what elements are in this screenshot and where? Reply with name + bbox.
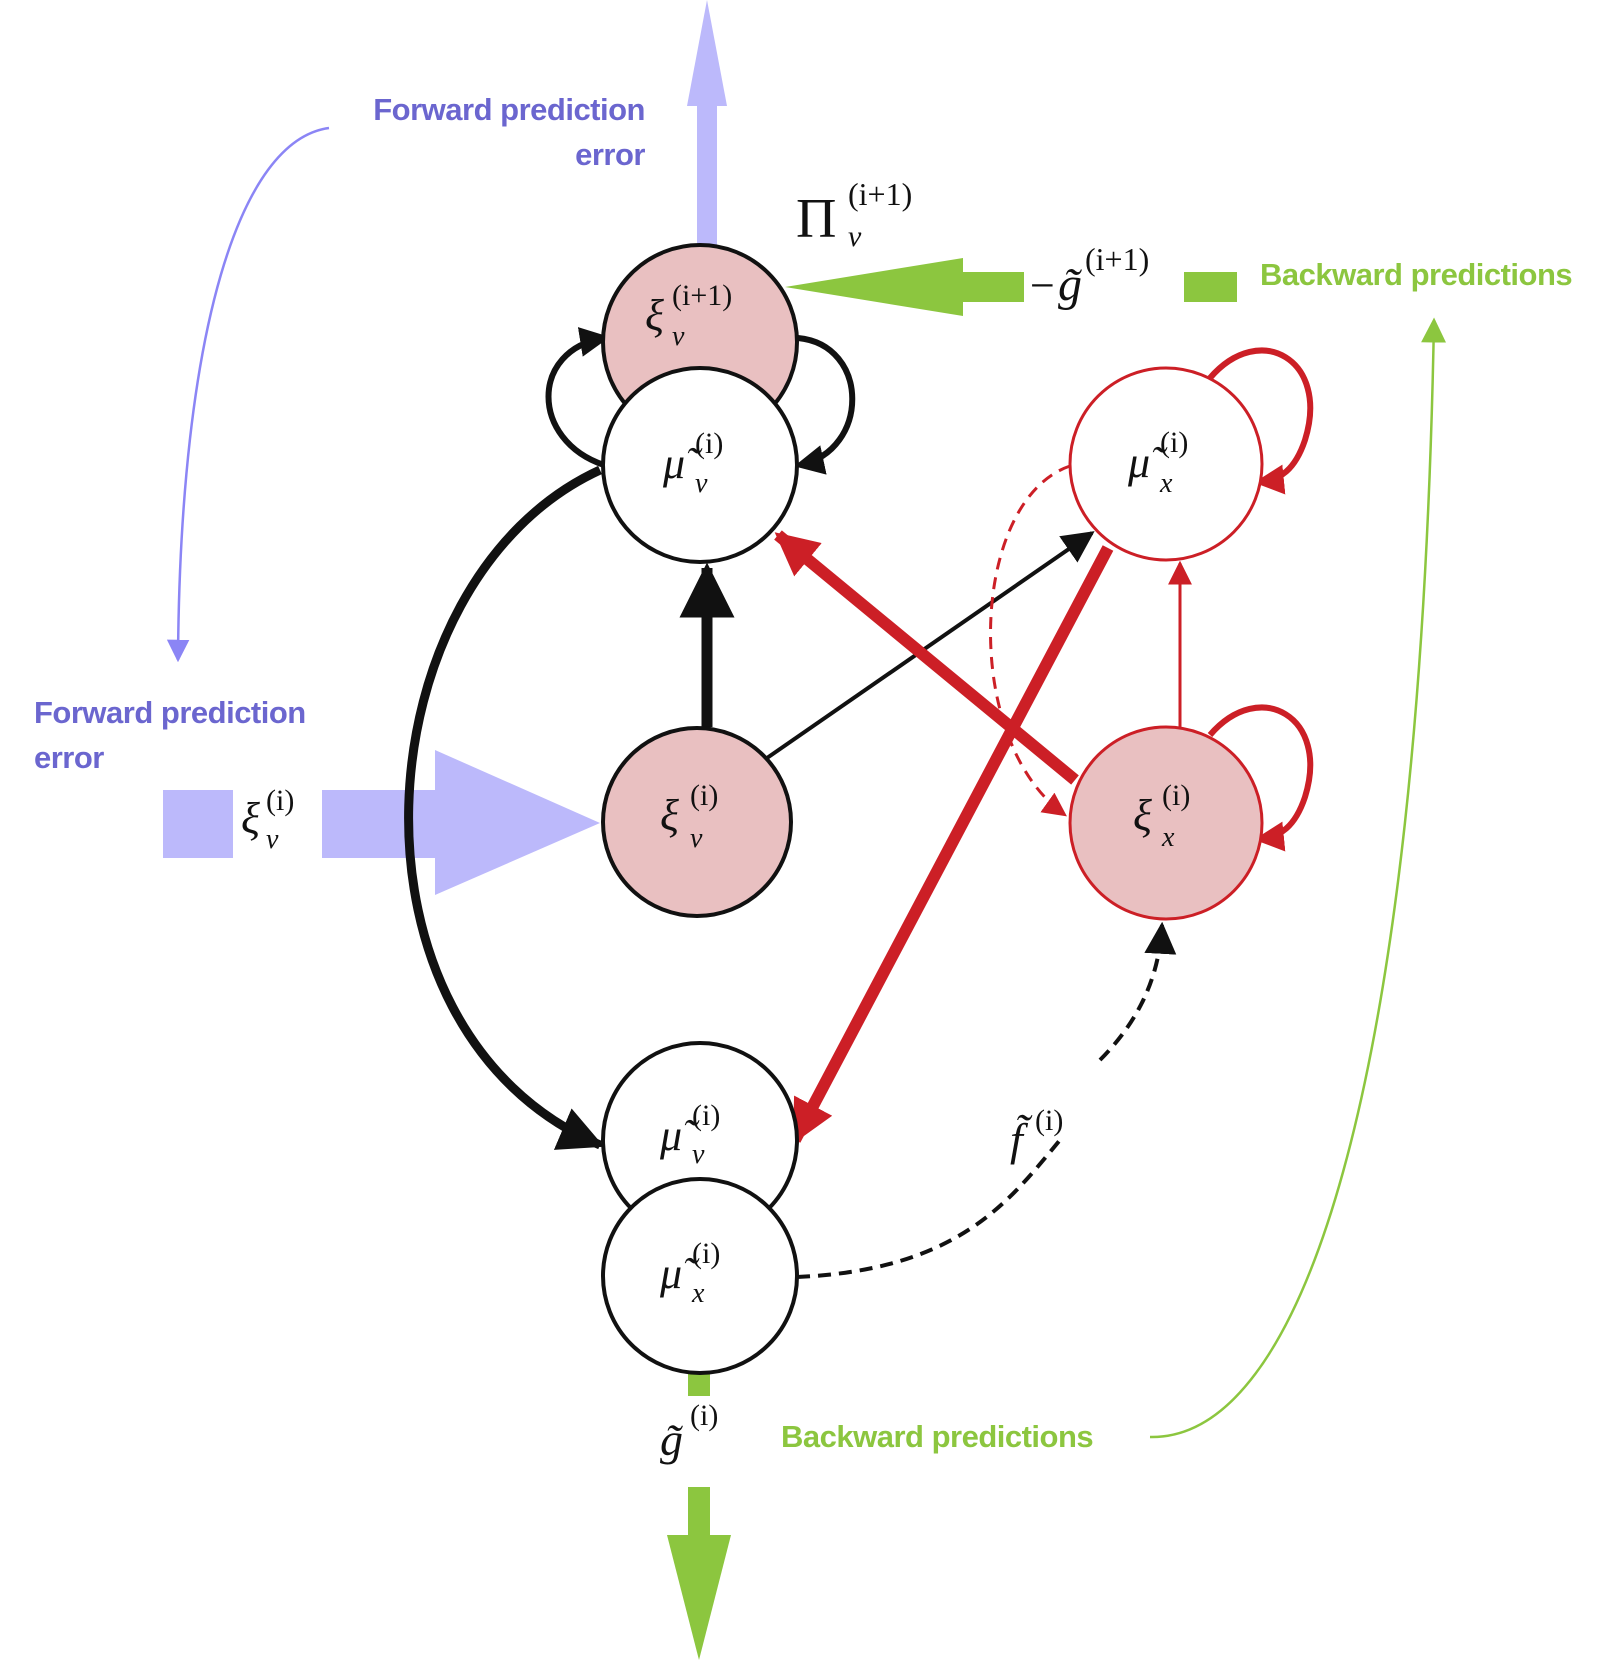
f-label: f̃ (i): [1010, 1104, 1063, 1165]
node-mu-x-right-sub: x: [1159, 468, 1173, 499]
backward-prediction-arrow-top: [785, 258, 1237, 316]
red-arrow-xi-x-to-mu-v: [774, 530, 1079, 785]
node-xi-v-sub: v: [690, 823, 703, 854]
g-next-sup: (i+1): [1085, 241, 1149, 277]
forward-error-left-line2: error: [34, 740, 104, 775]
node-mu-v-top-sup: (i): [695, 427, 723, 460]
node-mu-x-bottom-sub: x: [691, 1278, 705, 1309]
xi-v-input-sup: (i): [266, 784, 294, 817]
node-mu-v-top-sub: v: [695, 468, 708, 499]
node-xi-v-base: ξ: [660, 791, 679, 840]
forward-error-input-arrow: [163, 750, 600, 895]
red-loop-mu-x: [1207, 347, 1314, 495]
node-xi-v-next-sup: (i+1): [672, 279, 732, 312]
g-next-prefix: −: [1030, 261, 1055, 310]
f-base: f̃: [1010, 1113, 1033, 1165]
node-xi-v-sup: (i): [690, 779, 718, 812]
node-xi-v: ξ (i) v: [601, 726, 793, 918]
node-mu-x-right: μ̃ (i) x: [1068, 366, 1264, 562]
g-sup: (i): [690, 1399, 718, 1432]
backward-prediction-arrow-bottom: [667, 1370, 731, 1660]
black-curve-arrow-top-to-bottom: [404, 465, 605, 1150]
xi-v-input-label: ξ (i) v: [241, 784, 294, 855]
forward-error-left-line1: Forward prediction: [34, 695, 306, 730]
forward-error-top-line1: Forward prediction: [373, 92, 645, 127]
xi-v-input-base: ξ: [241, 794, 260, 843]
black-loop-left: [545, 327, 610, 468]
node-mu-x-bottom: μ̃ (i) x: [601, 1177, 799, 1375]
forward-error-label-top: Forward prediction error: [373, 92, 646, 172]
node-xi-x: ξ (i) x: [1068, 725, 1264, 921]
f-sup: (i): [1035, 1104, 1063, 1137]
black-loop-right: [794, 335, 856, 475]
node-mu-v-bottom-sup: (i): [692, 1099, 720, 1132]
node-xi-x-sub: x: [1161, 822, 1175, 853]
node-xi-x-base: ξ: [1133, 791, 1152, 840]
node-mu-v-bottom-sub: v: [692, 1139, 705, 1170]
forward-error-curve-left: [166, 126, 330, 663]
red-loop-xi-x: [1207, 704, 1314, 852]
node-mu-x-bottom-sup: (i): [692, 1237, 720, 1270]
g-next-label: − g̃ (i+1): [1030, 241, 1149, 311]
black-dashed-arrow-f: [796, 925, 1162, 1279]
forward-error-top-line2: error: [575, 137, 645, 172]
g-base: g̃: [660, 1414, 684, 1465]
forward-error-label-left: Forward prediction error: [34, 695, 306, 775]
red-arrow-mu-x-to-mu-v-bottom: [789, 545, 1114, 1144]
precision-sup: (i+1): [848, 176, 912, 212]
backward-predictions-label-bottom: Backward predictions: [781, 1419, 1093, 1454]
g-next-base: g̃: [1058, 258, 1082, 311]
precision-base: Π: [796, 188, 836, 250]
node-xi-x-sup: (i): [1162, 779, 1190, 812]
xi-v-input-sub: v: [266, 824, 279, 855]
forward-error-up-arrow: [687, 0, 727, 248]
node-mu-v-top: μ̃ (i) v: [601, 366, 799, 564]
backward-prediction-curve-right: [1149, 317, 1447, 1439]
black-arrow-xi-v-to-mu-x: [765, 531, 1095, 760]
node-mu-x-right-sup: (i): [1160, 426, 1188, 459]
node-xi-v-next-base: ξ: [645, 291, 664, 340]
node-xi-v-next-sub: v: [672, 321, 685, 352]
precision-sub: v: [848, 220, 862, 253]
backward-predictions-label-top: Backward predictions: [1260, 257, 1572, 292]
precision-label: Π (i+1) v: [796, 176, 912, 253]
g-label: g̃ (i): [660, 1399, 718, 1465]
red-dashed-arrow-mu-x-to-xi-x: [989, 464, 1071, 817]
